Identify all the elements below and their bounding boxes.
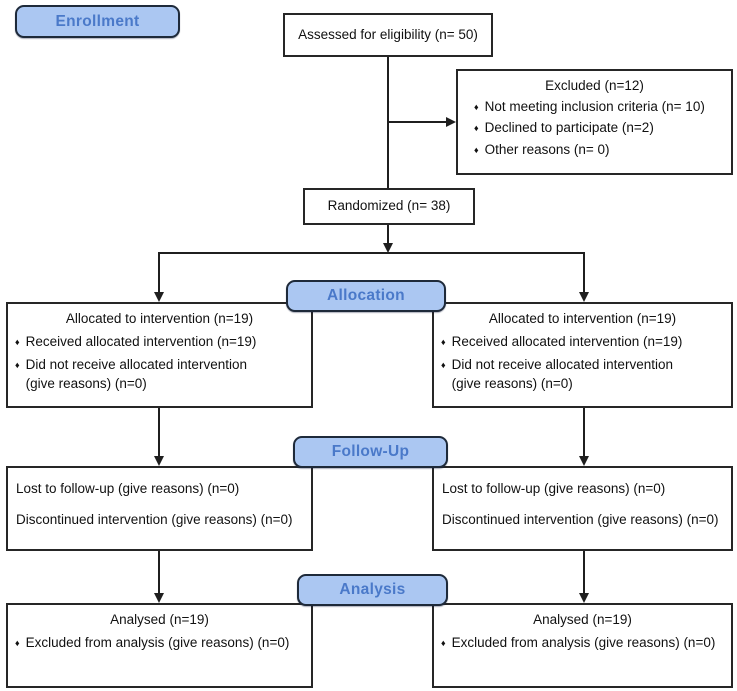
analysis-right-box: Analysed (n=19) ♦ Excluded from analysis… xyxy=(432,603,733,688)
randomized-box: Randomized (n= 38) xyxy=(303,188,475,225)
analysis-left-title: Analysed (n=19) xyxy=(110,612,209,627)
randomized-text: Randomized (n= 38) xyxy=(327,198,451,214)
allocation-left-item: ♦ Received allocated intervention (n=19) xyxy=(8,333,311,351)
allocation-right-item: ♦ Received allocated intervention (n=19) xyxy=(434,333,731,351)
excluded-item-text: Other reasons (n= 0) xyxy=(484,141,610,157)
allocation-right-item: ♦ Did not receive allocated intervention… xyxy=(434,356,731,392)
assessed-eligibility-box: Assessed for eligibility (n= 50) xyxy=(283,13,493,57)
diamond-bullet-icon: ♦ xyxy=(474,144,479,155)
diamond-bullet-icon: ♦ xyxy=(441,638,446,649)
diamond-bullet-icon: ♦ xyxy=(15,638,20,649)
excluded-item: ♦ Other reasons (n= 0) xyxy=(458,141,731,159)
followup-stage-label: Follow-Up xyxy=(293,436,448,468)
allocation-left-item-text: Received allocated intervention (n=19) xyxy=(25,334,257,350)
excluded-item-text: Declined to participate (n=2) xyxy=(484,120,654,136)
followup-left-line: Lost to follow-up (give reasons) (n=0) xyxy=(16,481,240,496)
excluded-item: ♦ Not meeting inclusion criteria (n= 10) xyxy=(458,98,731,116)
diamond-bullet-icon: ♦ xyxy=(441,337,446,348)
assessed-eligibility-text: Assessed for eligibility (n= 50) xyxy=(298,26,478,42)
analysis-right-title: Analysed (n=19) xyxy=(533,612,632,627)
allocation-right-box: Allocated to intervention (n=19) ♦ Recei… xyxy=(432,302,733,408)
allocation-right-item-text: Did not receive allocated intervention (… xyxy=(451,357,673,391)
diamond-bullet-icon: ♦ xyxy=(441,360,446,371)
analysis-left-box: Analysed (n=19) ♦ Excluded from analysis… xyxy=(6,603,313,688)
followup-right-box: Lost to follow-up (give reasons) (n=0) D… xyxy=(432,466,733,551)
followup-left-box: Lost to follow-up (give reasons) (n=0) D… xyxy=(6,466,313,551)
followup-right-line: Lost to follow-up (give reasons) (n=0) xyxy=(442,481,666,496)
allocation-left-item: ♦ Did not receive allocated intervention… xyxy=(8,356,311,392)
diamond-bullet-icon: ♦ xyxy=(474,102,479,113)
excluded-item: ♦ Declined to participate (n=2) xyxy=(458,119,731,137)
excluded-item-text: Not meeting inclusion criteria (n= 10) xyxy=(484,99,705,115)
analysis-left-item: ♦ Excluded from analysis (give reasons) … xyxy=(8,634,311,652)
diamond-bullet-icon: ♦ xyxy=(15,360,20,371)
allocation-right-item-text: Received allocated intervention (n=19) xyxy=(451,334,683,350)
analysis-right-item: ♦ Excluded from analysis (give reasons) … xyxy=(434,634,731,652)
diamond-bullet-icon: ♦ xyxy=(15,337,20,348)
allocation-right-title: Allocated to intervention (n=19) xyxy=(488,311,677,326)
followup-right-line: Discontinued intervention (give reasons)… xyxy=(442,512,719,528)
analysis-left-item-text: Excluded from analysis (give reasons) (n… xyxy=(25,635,290,651)
analysis-right-item-text: Excluded from analysis (give reasons) (n… xyxy=(451,635,716,651)
excluded-title: Excluded (n=12) xyxy=(545,78,644,93)
analysis-stage-label: Analysis xyxy=(297,574,448,606)
allocation-left-item-text: Did not receive allocated intervention (… xyxy=(25,357,247,391)
allocation-left-box: Allocated to intervention (n=19) ♦ Recei… xyxy=(6,302,313,408)
allocation-left-title: Allocated to intervention (n=19) xyxy=(65,311,254,326)
diamond-bullet-icon: ♦ xyxy=(474,123,479,134)
allocation-stage-label: Allocation xyxy=(286,280,446,312)
followup-left-line: Discontinued intervention (give reasons)… xyxy=(16,512,293,528)
enrollment-stage-label: Enrollment xyxy=(15,5,180,38)
excluded-box: Excluded (n=12) ♦ Not meeting inclusion … xyxy=(456,69,733,175)
